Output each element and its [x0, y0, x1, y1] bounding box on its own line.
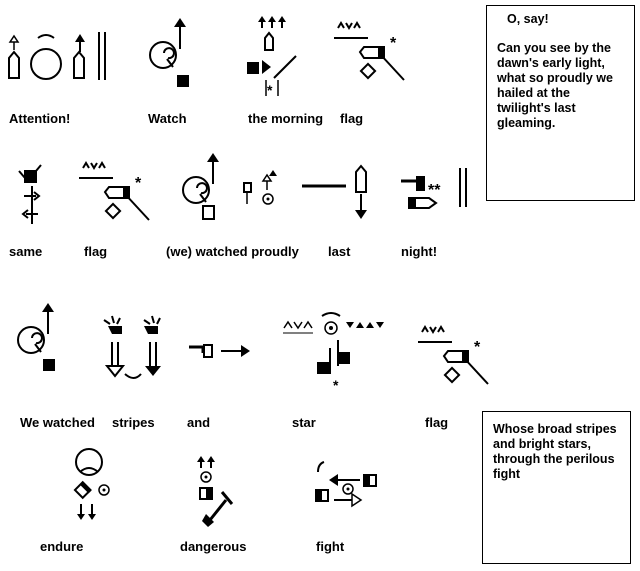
lyric-body: Whose broad stripes and bright stars, th…: [493, 422, 617, 481]
gloss-flag: flag: [425, 415, 449, 430]
gloss-we-watched-proudly: (we) watched proudly: [166, 244, 299, 259]
gloss-last: last: [328, 244, 351, 259]
sign-star: *: [283, 312, 384, 393]
lyric-box-verse-1: O, say! Can you see by the dawn's early …: [486, 5, 635, 201]
sign-night: **: [401, 168, 467, 209]
gloss-night: night!: [401, 244, 438, 259]
sign-last: [302, 164, 367, 219]
gloss-the-morning: the morning: [248, 111, 324, 126]
gloss-flag: flag: [84, 244, 108, 259]
svg-text:*: *: [267, 82, 273, 98]
sign-we-watched: [17, 302, 55, 371]
sign-attention: [8, 32, 106, 80]
sign-fight: [315, 461, 377, 508]
gloss-attention: Attention!: [9, 111, 71, 126]
gloss-endure: endure: [40, 539, 84, 554]
sign-flag-1: [333, 22, 405, 81]
gloss-star: star: [292, 415, 316, 430]
gloss-flag: flag: [340, 111, 364, 126]
svg-text:**: **: [428, 182, 441, 199]
sign-the-morning: *: [247, 16, 297, 98]
sign-flag-3: [417, 326, 489, 385]
sign-we-watched-proudly: [182, 152, 277, 220]
sign-dangerous: [197, 456, 234, 527]
sign-and: [189, 344, 250, 358]
sign-endure: [73, 448, 110, 520]
gloss-fight: fight: [316, 539, 345, 554]
gloss-watch: Watch: [148, 111, 187, 126]
sign-watch: [149, 17, 189, 87]
sign-same: [18, 164, 42, 224]
lyric-heading: O, say!: [507, 12, 549, 26]
gloss-and: and: [187, 415, 211, 430]
sign-flag-2: [78, 162, 150, 221]
gloss-we-watched: We watched: [20, 415, 95, 430]
svg-text:*: *: [333, 377, 339, 393]
gloss-same: same: [9, 244, 43, 259]
lyric-box-verse-2: Whose broad stripes and bright stars, th…: [482, 411, 631, 564]
lyric-body: Can you see by the dawn's early light, w…: [497, 41, 613, 130]
gloss-stripes: stripes: [112, 415, 155, 430]
sign-stripes: [103, 315, 161, 379]
gloss-dangerous: dangerous: [180, 539, 247, 554]
